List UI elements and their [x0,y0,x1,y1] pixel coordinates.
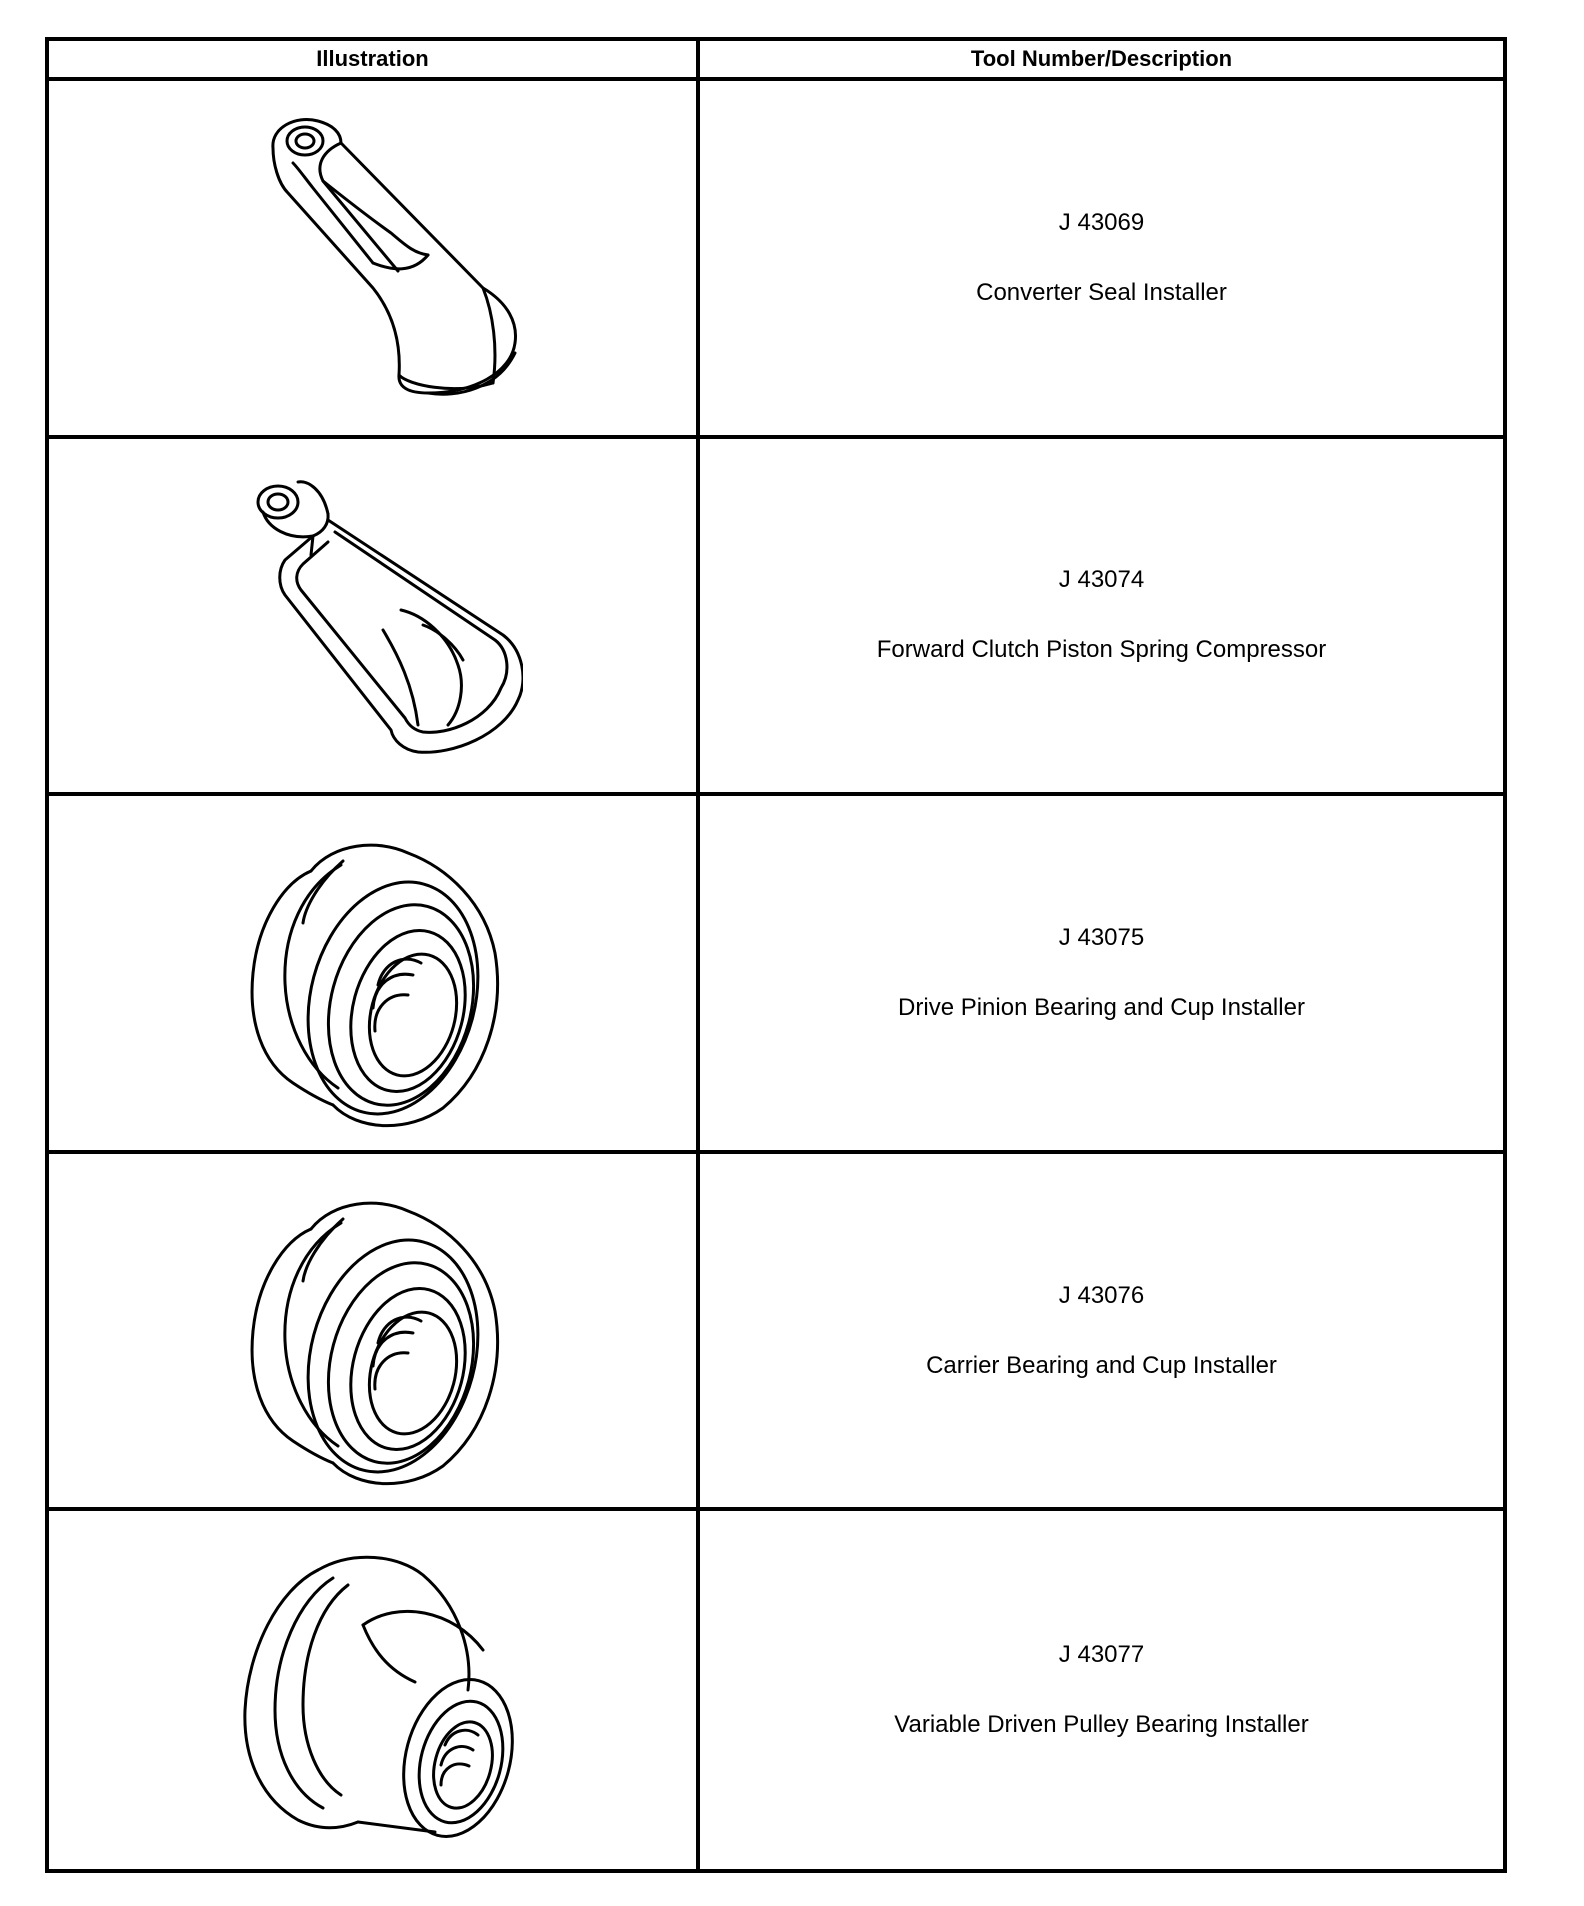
illustration-cell [49,1511,700,1869]
tool-number: J 43074 [1058,566,1145,594]
tool-description: Carrier Bearing and Cup Installer [926,1351,1277,1379]
header-illustration: Illustration [49,41,700,81]
tool-number: J 43069 [1058,208,1145,236]
tool-number: J 43075 [1058,923,1145,951]
description-cell: J 43069 Converter Seal Installer [700,81,1503,439]
description-cell: J 43075 Drive Pinion Bearing and Cup Ins… [700,796,1503,1154]
tool-number: J 43077 [1058,1641,1145,1669]
illustration-cell [49,81,700,439]
bearing-cup-installer-illustration [250,843,499,1128]
spring-compressor-illustration [256,480,523,755]
converter-seal-installer-illustration [270,117,517,396]
tool-description: Variable Driven Pulley Bearing Installer [894,1711,1309,1739]
tool-description: Forward Clutch Piston Spring Compressor [876,636,1327,664]
description-cell: J 43074 Forward Clutch Piston Spring Com… [700,439,1503,797]
header-tool-description: Tool Number/Description [700,41,1503,81]
illustration-cell [49,796,700,1154]
description-cell: J 43077 Variable Driven Pulley Bearing I… [700,1511,1503,1869]
tool-table: Illustration Tool Number/Description J 4… [45,37,1507,1873]
tool-description: Drive Pinion Bearing and Cup Installer [898,993,1305,1021]
illustration-cell [49,1153,700,1512]
bearing-cup-installer-illustration [250,1201,499,1485]
illustration-cell [49,438,700,797]
tool-number: J 43076 [1058,1281,1145,1309]
tool-description: Converter Seal Installer [976,278,1227,306]
pulley-bearing-installer-illustration [242,1555,514,1839]
description-cell: J 43076 Carrier Bearing and Cup Installe… [700,1154,1503,1512]
